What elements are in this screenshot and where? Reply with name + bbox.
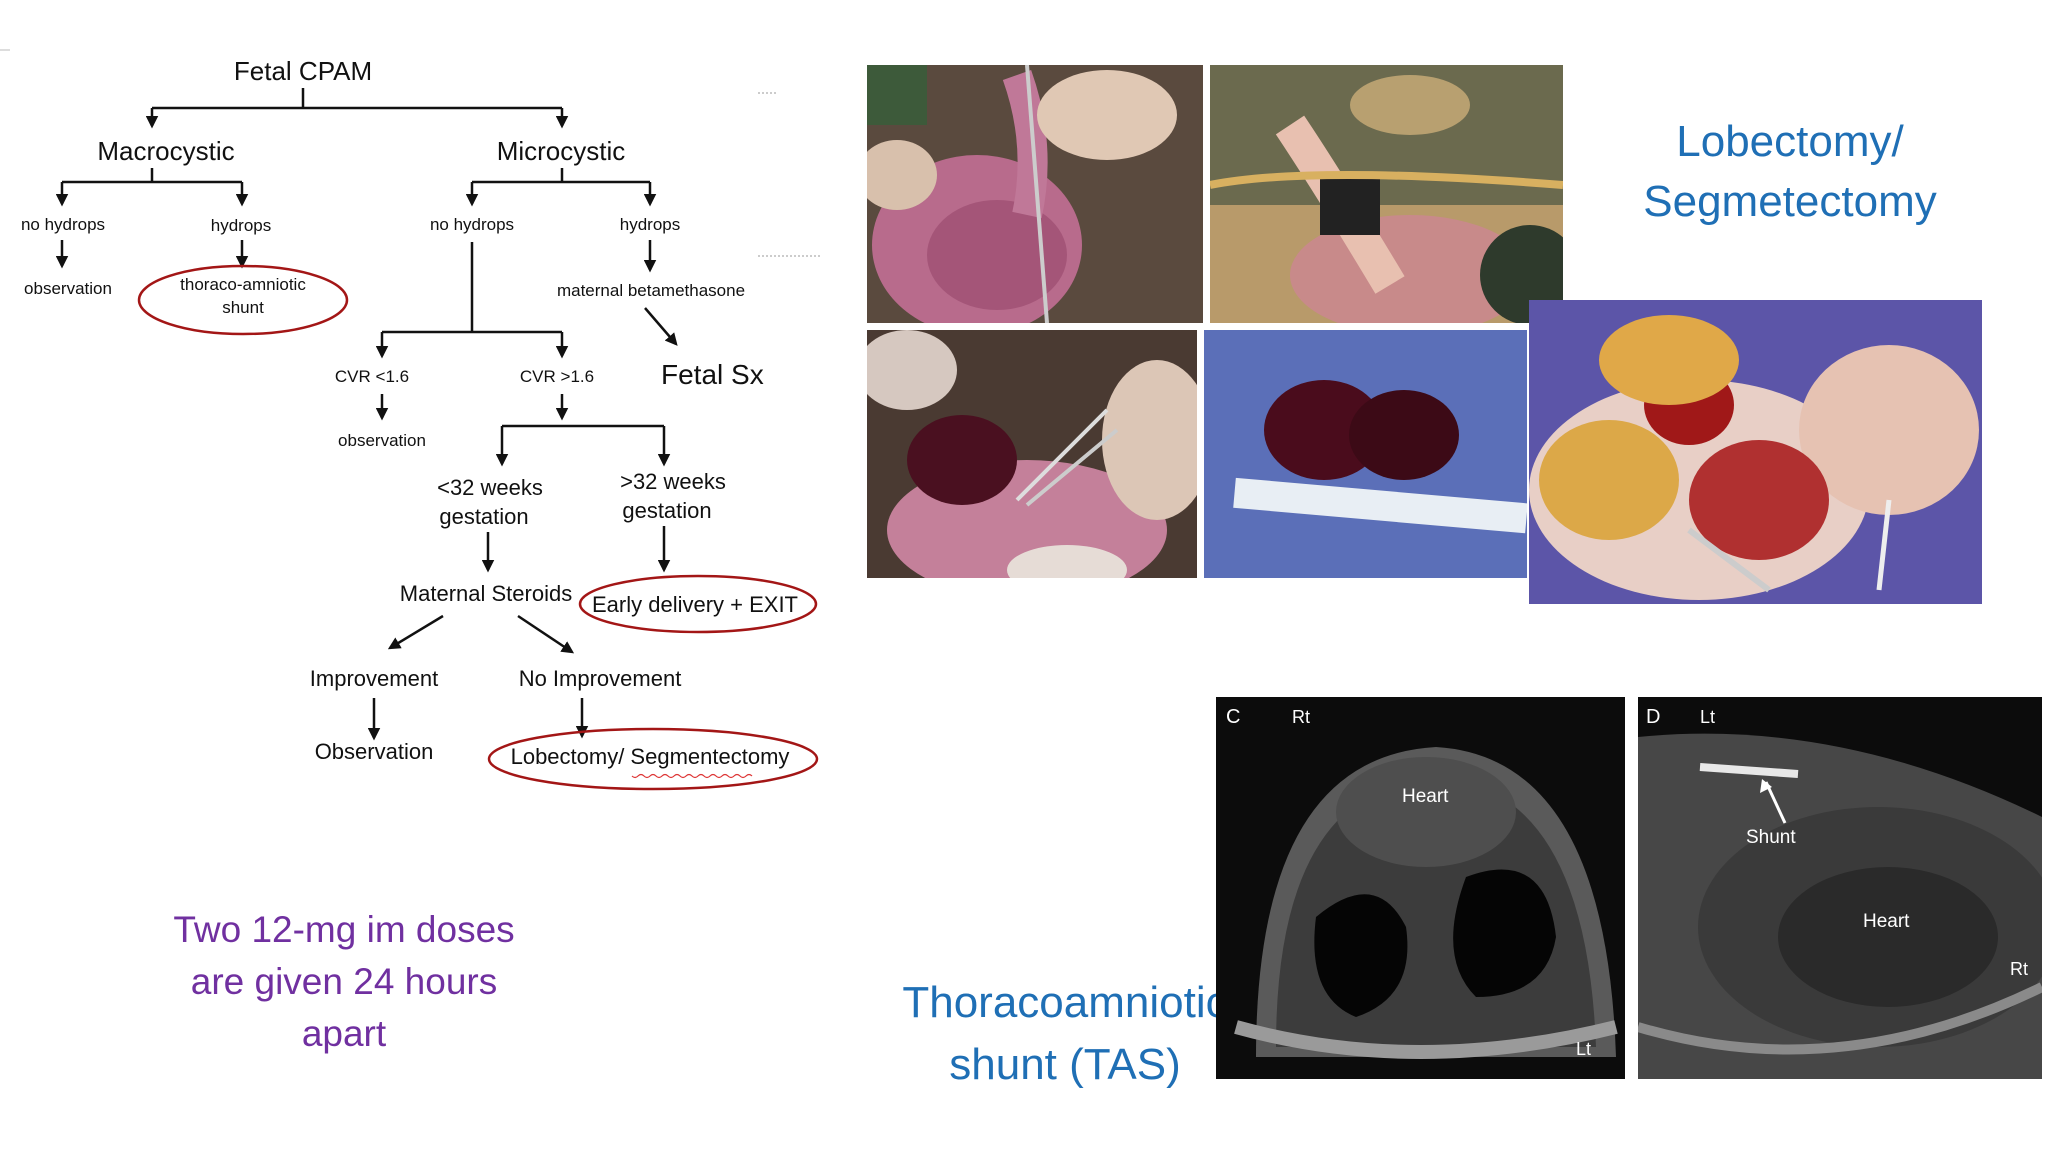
- surgery-photo-3: [867, 330, 1197, 578]
- us-d-rt-label: Rt: [2010, 959, 2028, 979]
- us-d-lt-label: Lt: [1700, 707, 1715, 727]
- node-improvement: Improvement: [310, 666, 438, 691]
- us-d-shunt-label: Shunt: [1746, 827, 1796, 848]
- note-line-1: Two 12-mg im doses: [173, 909, 515, 950]
- us-d-panel-label: D: [1646, 706, 1660, 728]
- node-micro-no-hydrops: no hydrops: [430, 215, 514, 234]
- node-fetal-cpam: Fetal CPAM: [234, 56, 372, 86]
- exit-procedure-photo: [1529, 300, 1982, 604]
- highlight-oval-lobectomy: [487, 727, 819, 791]
- note-line-2: are given 24 hours: [190, 961, 498, 1002]
- node-macro-no-hydrops: no hydrops: [21, 215, 105, 234]
- cpam-flowchart: Fetal CPAM Macrocystic Microcystic no hy…: [0, 49, 820, 791]
- ultrasound-panel-d: D Lt Shunt Heart Rt: [1638, 697, 2042, 1079]
- surgery-photo-2: [1210, 65, 1563, 323]
- us-c-panel-label: C: [1226, 706, 1240, 728]
- node-gt32-line1: >32 weeks: [620, 469, 726, 494]
- lobectomy-title-line-2: Segmetectomy: [1643, 177, 1937, 226]
- lobectomy-title-line-1: Lobectomy/: [1676, 117, 1904, 166]
- node-observation-1: observation: [24, 279, 112, 298]
- node-observation-3: Observation: [315, 739, 434, 764]
- node-gt32-line2: gestation: [622, 498, 711, 523]
- node-cvr-high: CVR >1.6: [520, 367, 594, 386]
- node-maternal-betamethasone: maternal betamethasone: [557, 281, 745, 300]
- node-fetal-sx: Fetal Sx: [661, 359, 764, 390]
- node-lt32-line1: <32 weeks: [437, 475, 543, 500]
- resected-lung-photo: [1204, 330, 1527, 578]
- node-no-improvement: No Improvement: [519, 666, 682, 691]
- surgery-photo-1: [867, 65, 1203, 323]
- steroid-dose-note: Two 12-mg im doses are given 24 hours ap…: [114, 904, 574, 1060]
- node-lt32-line2: gestation: [439, 504, 528, 529]
- tas-title: Thoracoamniotic shunt (TAS): [860, 972, 1270, 1096]
- node-shunt-line1: thoraco-amniotic: [180, 275, 306, 294]
- us-c-rt-label: Rt: [1292, 707, 1310, 727]
- us-c-lt-label: Lt: [1576, 1039, 1591, 1059]
- node-shunt-line2: shunt: [222, 298, 264, 317]
- highlight-oval-shunt: [137, 264, 349, 336]
- tas-title-line-2: shunt (TAS): [949, 1040, 1181, 1089]
- node-microcystic: Microcystic: [497, 136, 626, 166]
- node-micro-hydrops: hydrops: [620, 215, 680, 234]
- node-cvr-low: CVR <1.6: [335, 367, 409, 386]
- node-early-delivery: Early delivery + EXIT: [592, 592, 798, 617]
- ultrasound-panel-c: C Rt Heart Lt: [1216, 697, 1625, 1079]
- us-c-heart-label: Heart: [1402, 786, 1449, 807]
- note-line-3: apart: [301, 1013, 387, 1054]
- node-macrocystic: Macrocystic: [97, 136, 234, 166]
- node-observation-2: observation: [338, 431, 426, 450]
- node-lobectomy: Lobectomy/ Segmentectomy: [511, 744, 790, 769]
- highlight-oval-early-delivery: [578, 574, 818, 634]
- node-maternal-steroids: Maternal Steroids: [400, 581, 572, 606]
- lobectomy-title: Lobectomy/ Segmetectomy: [1600, 112, 1980, 232]
- node-macro-hydrops: hydrops: [211, 216, 271, 235]
- tas-title-line-1: Thoracoamniotic: [902, 978, 1228, 1027]
- us-d-heart-label: Heart: [1863, 911, 1910, 932]
